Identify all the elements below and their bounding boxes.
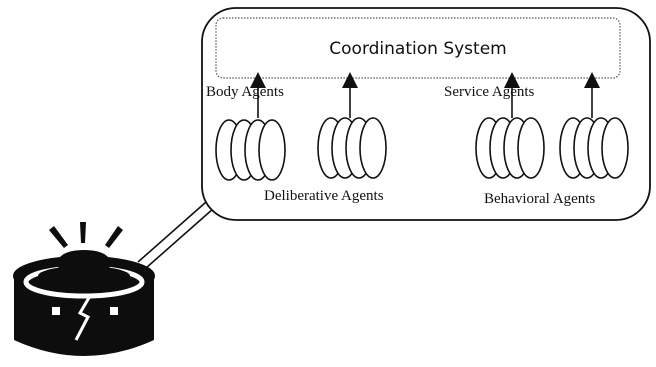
agent-ellipse-icon bbox=[258, 119, 286, 181]
arrows bbox=[250, 72, 600, 118]
agent-ellipse-icon bbox=[359, 117, 387, 179]
light-ray-icon bbox=[49, 222, 123, 248]
body-agents-label: Body Agents bbox=[206, 84, 284, 100]
callout-connector bbox=[137, 194, 223, 269]
agent-ellipse-icon bbox=[601, 117, 629, 179]
behavioral-agents-stack bbox=[559, 117, 629, 179]
deliberative-agents-stack bbox=[317, 117, 387, 179]
behavioral-agents-label: Behavioral Agents bbox=[484, 191, 595, 207]
service-agents-label: Service Agents bbox=[444, 84, 535, 100]
coordination-system-box bbox=[215, 17, 621, 79]
agent-ellipse-icon bbox=[517, 117, 545, 179]
coordination-system-label: Coordination System bbox=[329, 39, 506, 59]
deliberative-agents-label: Deliberative Agents bbox=[264, 188, 384, 204]
service-agents-stack bbox=[475, 117, 545, 179]
robot-icon bbox=[13, 222, 155, 356]
body-agents-stack bbox=[215, 119, 286, 181]
